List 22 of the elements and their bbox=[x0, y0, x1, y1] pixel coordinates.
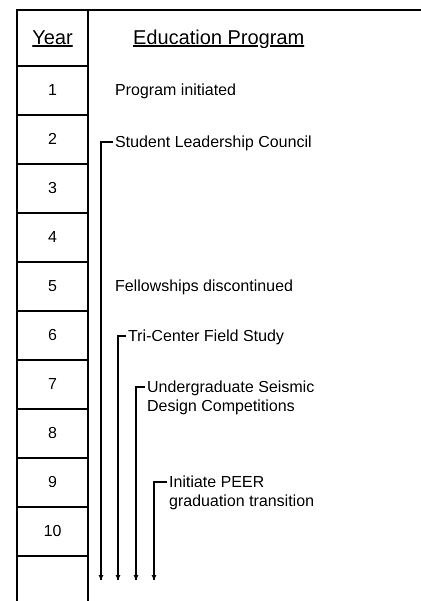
timeline-arrow bbox=[152, 481, 167, 580]
column-header: Year bbox=[31, 26, 74, 50]
year-number: 4 bbox=[47, 228, 58, 247]
event-label: Initiate PEER graduation transition bbox=[169, 472, 329, 510]
year-number: 5 bbox=[47, 277, 58, 296]
event-text: Fellowships discontinued bbox=[115, 277, 293, 296]
year-number: 10 bbox=[42, 522, 62, 541]
column-header: Education Program bbox=[133, 26, 304, 50]
year-number: 8 bbox=[47, 424, 58, 443]
year-number: 7 bbox=[47, 375, 58, 394]
year-number: 3 bbox=[47, 179, 58, 198]
event-label: Undergraduate Seismic Design Competitions bbox=[147, 378, 327, 416]
event-label: Tri-Center Field Study bbox=[128, 326, 368, 346]
year-number: 9 bbox=[47, 473, 58, 492]
timeline-arrow bbox=[98, 141, 113, 580]
timeline-arrow bbox=[116, 335, 126, 580]
timeline-arrow bbox=[134, 386, 145, 580]
event-text: Program initiated bbox=[115, 81, 236, 100]
year-number: 1 bbox=[47, 81, 58, 100]
event-label: Student Leadership Council bbox=[115, 132, 375, 152]
year-number: 6 bbox=[47, 326, 58, 345]
year-number: 2 bbox=[47, 130, 58, 149]
